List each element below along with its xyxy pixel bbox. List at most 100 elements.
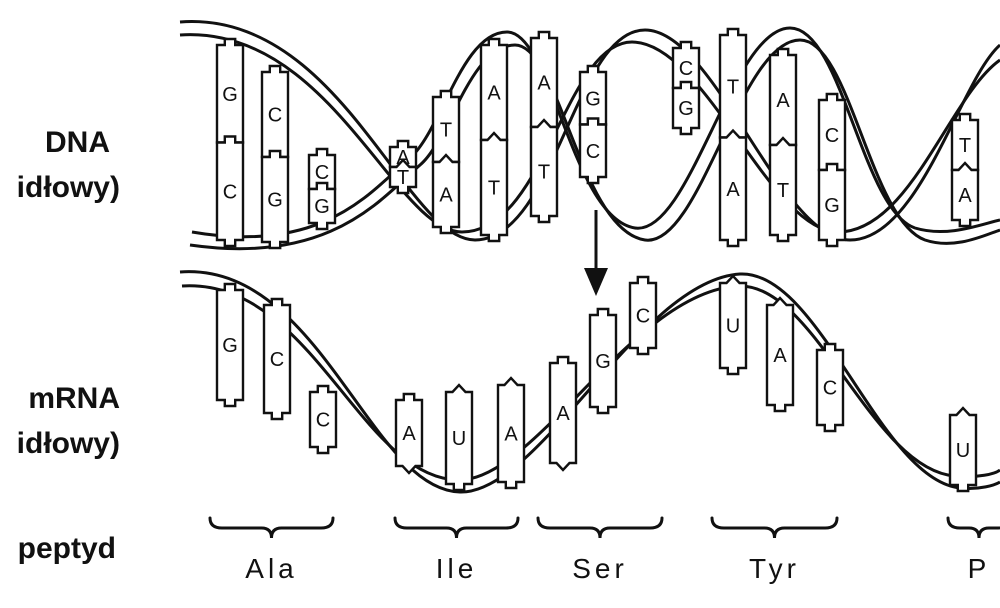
dna-top-base-8-letter: C xyxy=(679,58,693,80)
dna-bottom-base-10: T xyxy=(768,136,798,243)
mrna-base-1-letter: C xyxy=(270,349,284,371)
dna-bottom-base-0-letter: C xyxy=(223,181,237,203)
dna-bottom-base-3-letter: T xyxy=(397,167,409,189)
amino-acid-4: P xyxy=(968,553,991,584)
mrna-base-7: G xyxy=(588,307,618,415)
dna-bottom-base-6: T xyxy=(529,118,559,224)
codon-brace-3 xyxy=(710,516,839,539)
amino-acid-2: Ser xyxy=(572,553,628,584)
codon-brace-2 xyxy=(536,516,664,539)
dna-top-base-10-letter: A xyxy=(776,90,790,112)
dna-top-base-12: T xyxy=(950,112,980,179)
dna-top-base-6: A xyxy=(529,30,559,136)
mrna-base-2-letter: C xyxy=(316,410,330,432)
dna-bottom-base-3: T xyxy=(388,158,418,195)
mrna-base-12-letter: U xyxy=(956,440,970,462)
mrna-base-6: A xyxy=(548,355,578,472)
codon-brace-4 xyxy=(946,516,1000,539)
dna-top-base-5-letter: A xyxy=(487,83,501,105)
mrna-bases: G C C A U A A G C U A C U xyxy=(215,274,978,493)
dna-bottom-base-9-letter: A xyxy=(726,179,740,201)
dna-top-base-9-letter: T xyxy=(727,76,739,98)
dna-top-base-6-letter: A xyxy=(537,73,551,95)
dna-top-base-8: C xyxy=(671,40,701,96)
dna-bottom-base-8: G xyxy=(671,80,701,136)
mrna-base-4-letter: U xyxy=(452,428,466,450)
dna-top-base-11-letter: C xyxy=(825,125,839,147)
mrna-base-5: A xyxy=(496,376,526,490)
amino-acid-0: Ala xyxy=(245,553,297,584)
dna-top-base-0-letter: G xyxy=(222,84,238,106)
mrna-base-6-letter: A xyxy=(556,403,570,425)
dna-strand-2a xyxy=(189,38,1000,251)
dna-bottom-base-11-letter: G xyxy=(824,195,840,217)
peptide-label: peptyd xyxy=(18,532,116,565)
amino-acid-3: Tyr xyxy=(749,553,800,584)
mrna-base-12: U xyxy=(948,406,978,493)
codon-group-2: Ser xyxy=(536,516,664,584)
dna-bottom-base-1-letter: G xyxy=(267,190,283,212)
dna-top-base-0: G xyxy=(215,37,245,150)
dna-top-base-9: T xyxy=(718,27,748,147)
mrna-label-sub: idłowy) xyxy=(17,427,120,460)
dna-bottom-base-7-letter: C xyxy=(586,141,600,163)
mrna-base-9: U xyxy=(718,274,748,376)
codon-group-1: Ile xyxy=(393,516,520,584)
codon-groups: Ala Ile Ser Tyr P xyxy=(208,516,1000,584)
codon-group-0: Ala xyxy=(208,516,335,584)
mrna-base-0: G xyxy=(215,282,245,408)
dna-bottom-base-5: T xyxy=(479,131,509,243)
dna-strand-1b xyxy=(179,33,1000,234)
dna-top-base-10: A xyxy=(768,47,798,154)
dna-top-base-4-letter: T xyxy=(440,120,452,142)
codon-brace-0 xyxy=(208,516,335,539)
dna-top-base-1-letter: C xyxy=(268,105,282,127)
codon-brace-1 xyxy=(393,516,520,539)
mrna-base-11: C xyxy=(815,342,845,433)
dna-strand-1a xyxy=(179,20,1000,242)
dna-bottom-base-10-letter: T xyxy=(777,180,789,202)
dna-bottom-base-4: A xyxy=(431,153,461,235)
amino-acid-1: Ile xyxy=(436,553,478,584)
dna-label: DNA xyxy=(45,126,110,159)
mrna-base-8: C xyxy=(628,275,658,356)
dna-bottom-base-5-letter: T xyxy=(488,178,500,200)
dna-bottom-base-7: C xyxy=(578,117,608,185)
mrna-base-7-letter: G xyxy=(595,351,611,373)
dna-label-sub: idłowy) xyxy=(17,171,120,204)
dna-bottom-base-12: A xyxy=(950,161,980,228)
transcription-arrow xyxy=(584,210,608,296)
mrna-base-8-letter: C xyxy=(636,306,650,328)
mrna-base-5-letter: A xyxy=(504,424,518,446)
dna-bottom-base-6-letter: T xyxy=(538,162,550,184)
dna-bottom-base-9: A xyxy=(718,128,748,248)
dna-bottom-base-0: C xyxy=(215,135,245,248)
dna-top-base-5: A xyxy=(479,37,509,149)
mrna-base-3: A xyxy=(394,392,424,475)
dna-bottom-base-4-letter: A xyxy=(439,185,453,207)
mrna-base-9-letter: U xyxy=(726,316,740,338)
mrna-base-11-letter: C xyxy=(823,378,837,400)
mrna-base-0-letter: G xyxy=(222,335,238,357)
dna-bottom-base-2-letter: G xyxy=(314,196,330,218)
mrna-base-3-letter: A xyxy=(402,423,416,445)
codon-group-4: P xyxy=(946,516,1000,584)
mrna-base-2: C xyxy=(308,384,338,455)
mrna-base-1: C xyxy=(262,297,292,421)
codon-group-3: Tyr xyxy=(710,516,839,584)
mrna-base-10: A xyxy=(765,296,795,413)
mrna-base-10-letter: A xyxy=(773,345,787,367)
dna-top-base-1: C xyxy=(260,64,290,165)
mrna-label: mRNA xyxy=(28,382,120,415)
dna-top-base-12-letter: T xyxy=(959,135,971,157)
dna-bottom-base-11: G xyxy=(817,162,847,248)
dna-bottom-base-8-letter: G xyxy=(678,98,694,120)
dna-bottom-base-2: G xyxy=(307,181,337,231)
dna-top-base-2-letter: C xyxy=(315,162,329,184)
dna-top-base-7-letter: G xyxy=(585,88,601,110)
mrna-base-4: U xyxy=(444,383,474,492)
dna-bottom-base-1: G xyxy=(260,149,290,250)
dna-bottom-base-12-letter: A xyxy=(958,185,972,207)
